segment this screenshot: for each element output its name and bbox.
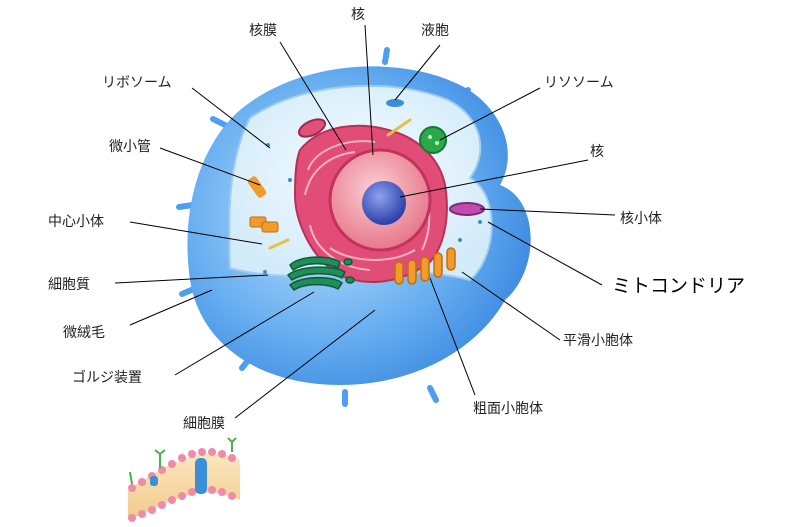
leader-lines	[114, 24, 616, 419]
lysosome-shape	[419, 126, 447, 154]
label-rough-er: 粗面小胞体	[473, 401, 543, 417]
label-mitochondria: ミトコンドリア	[612, 275, 746, 297]
label-lysosome: リソソーム	[544, 75, 614, 91]
smooth-er	[394, 247, 456, 285]
label-microtubule: 微小管	[109, 139, 151, 155]
label-nucleolus: 核小体	[620, 211, 662, 227]
label-ribosome: リボソーム	[102, 75, 172, 91]
label-smooth-er: 平滑小胞体	[563, 333, 633, 349]
label-cytoplasm: 細胞質	[48, 277, 90, 293]
nucleolus-shape	[362, 181, 406, 225]
label-nuclear-membrane: 核膜	[249, 23, 277, 39]
label-cell-membrane: 細胞膜	[183, 416, 225, 432]
label-vacuole: 液胞	[421, 23, 449, 39]
label-nucleus-right: 核	[590, 144, 604, 160]
label-centriole: 中心小体	[48, 214, 104, 230]
label-microvilli: 微絨毛	[63, 325, 105, 341]
microtubule-shape	[247, 176, 267, 198]
ribosome-dots	[263, 143, 482, 274]
mitochondria-shape	[449, 202, 485, 216]
golgi-shape	[286, 256, 355, 291]
membrane-inset	[128, 437, 240, 522]
label-nucleus-top: 核	[351, 7, 365, 23]
mitochondria-shape-top	[297, 118, 327, 138]
vacuole-shape	[386, 99, 404, 107]
label-golgi: ゴルジ装置	[72, 370, 142, 386]
